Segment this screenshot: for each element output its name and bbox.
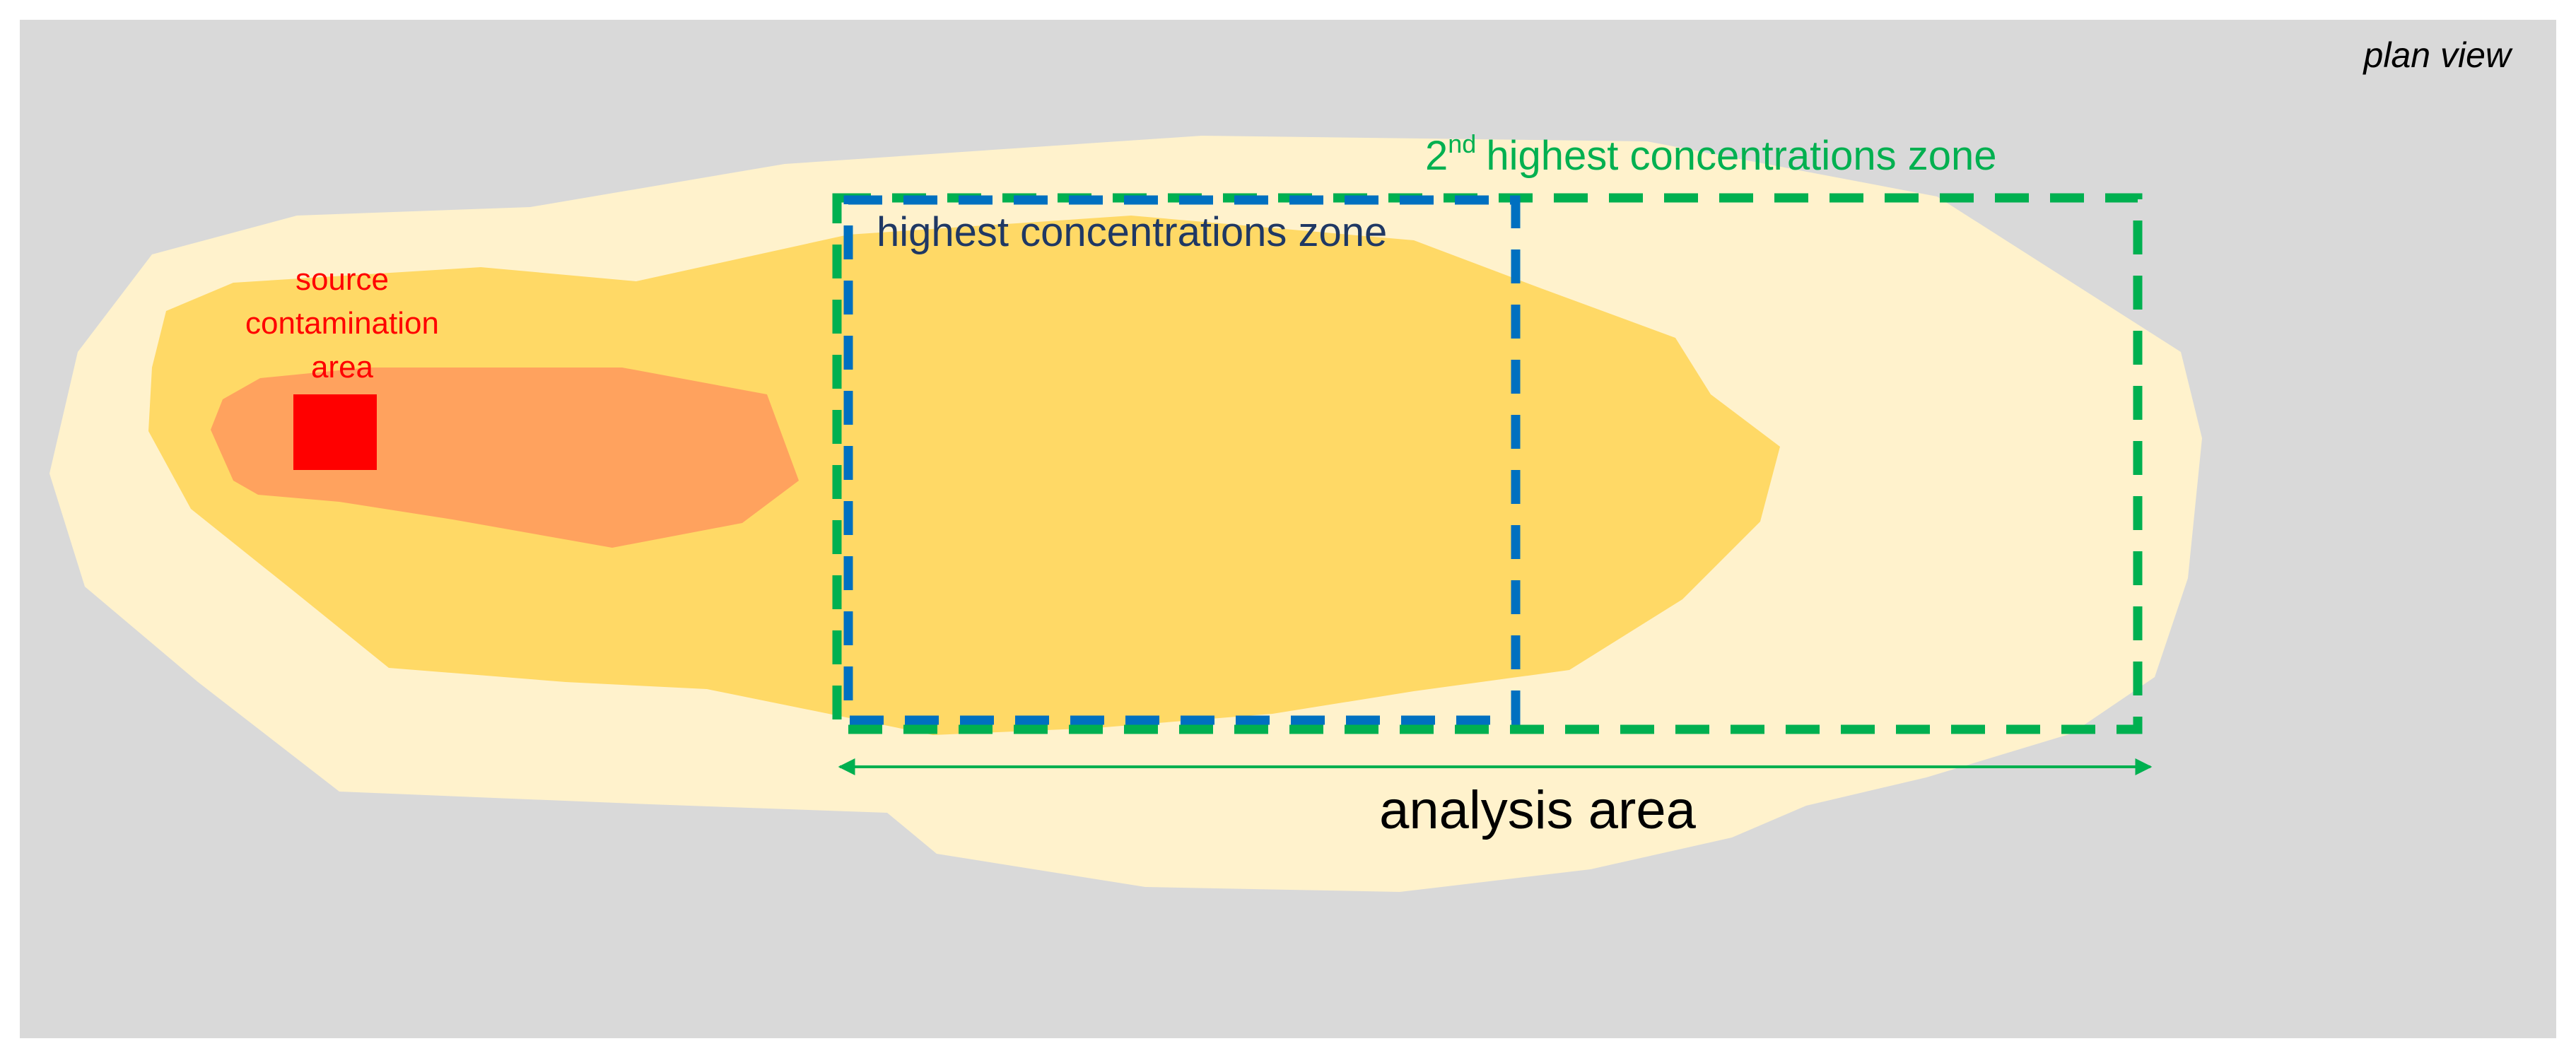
second-zone-number: 2	[1425, 133, 1448, 179]
highest-zone-box	[843, 195, 1521, 725]
analysis-area-label: analysis area	[1379, 780, 1697, 840]
view-label: plan view	[2363, 35, 2513, 75]
source-contamination-square	[293, 394, 377, 470]
source-label-line-1: source	[295, 262, 389, 297]
second-zone-superscript: nd	[1448, 129, 1476, 158]
highest-zone-label: highest concentrations zone	[877, 209, 1387, 255]
second-zone-rest: highest concentrations zone	[1486, 133, 1996, 179]
source-label-line-2: contamination	[245, 306, 439, 341]
second-highest-zone-box	[832, 193, 2143, 734]
source-label-line-3: area	[311, 350, 374, 384]
plume-middle-zone	[148, 216, 1780, 735]
second-highest-zone-label: 2nd highest concentrations zone	[1425, 129, 1997, 179]
